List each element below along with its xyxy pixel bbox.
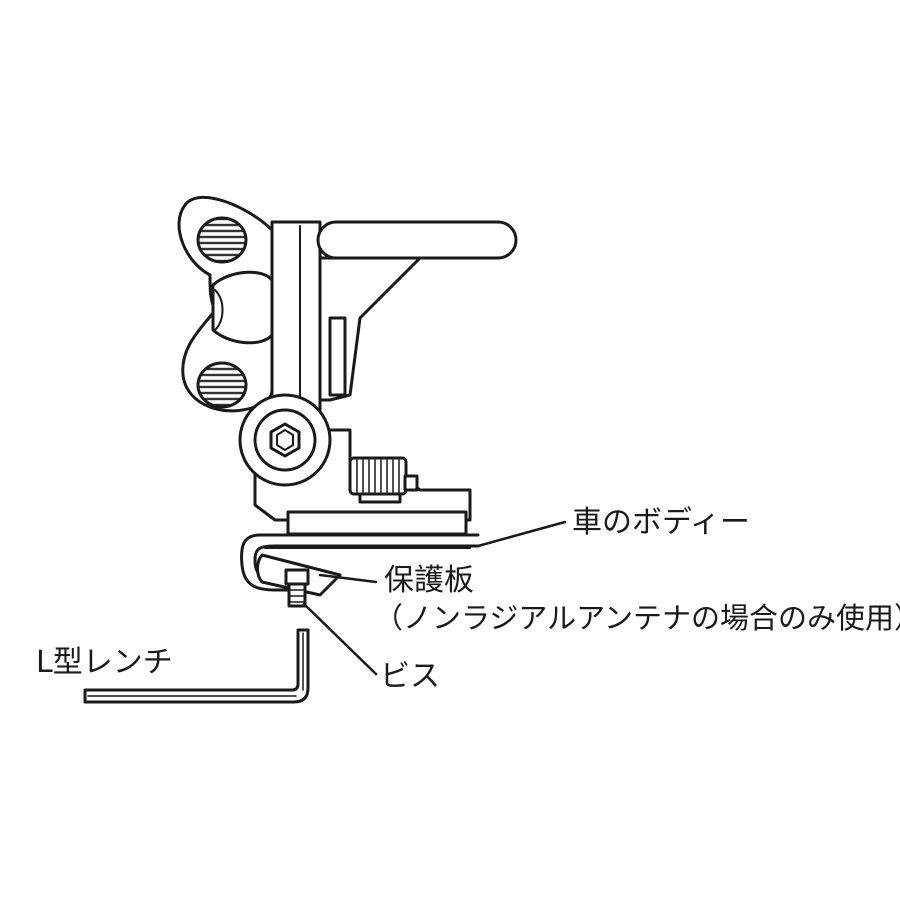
leader-screw (302, 602, 378, 676)
l-wrench-icon (83, 628, 310, 704)
label-protective-plate-note: （ノンラジアルアンテナの場合のみ使用） (374, 601, 900, 635)
wing-nut (177, 195, 274, 413)
leader-car-body (476, 520, 567, 548)
screw (284, 568, 310, 608)
label-l-wrench: L型レンチ (36, 645, 173, 680)
pivot-hex-bolt (238, 393, 332, 487)
leader-lines (302, 520, 567, 676)
holder-bracket (316, 220, 518, 402)
label-protective-plate: 保護板 (384, 563, 474, 598)
thumb-screw (348, 456, 419, 504)
label-screw: ビス (380, 659, 440, 694)
label-car-body: 車のボディー (572, 505, 750, 540)
leader-plate (318, 573, 378, 584)
